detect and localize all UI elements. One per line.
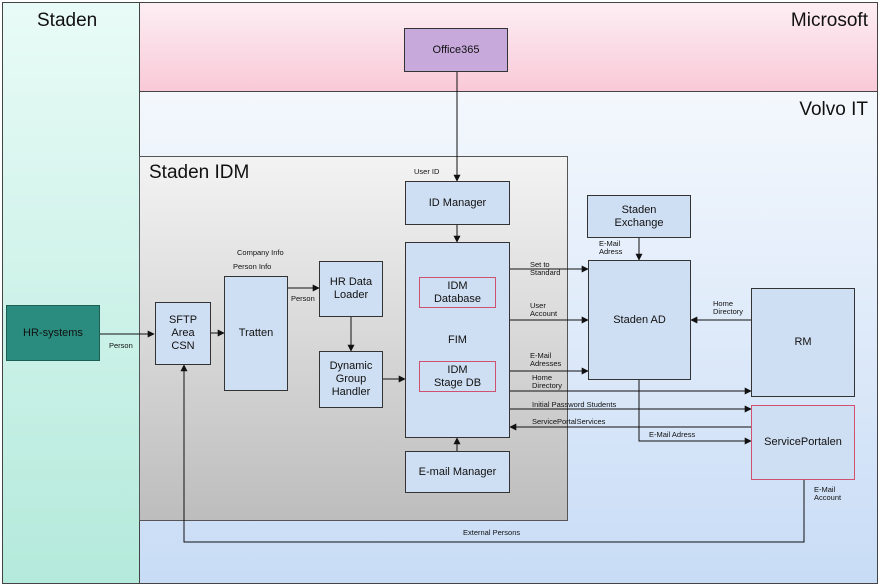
- label-user-id: User ID: [414, 167, 440, 176]
- label-person-info: Person Info: [233, 262, 272, 271]
- microsoft-zone-title: Microsoft: [790, 10, 868, 31]
- label-person-hr: Person: [109, 341, 133, 350]
- label-email-adress-exchange: E-Mail Adress: [599, 239, 623, 256]
- label-email-adress-ad: E-Mail Adress: [649, 430, 696, 439]
- label-external-persons: External Persons: [463, 528, 521, 537]
- hr-systems-box: HR-systems: [6, 305, 100, 361]
- idm-stage-db-box: IDM Stage DB: [419, 361, 496, 392]
- label-home-directory-rm: Home Directory: [713, 299, 744, 316]
- id-manager-box: ID Manager: [405, 181, 510, 225]
- hr-data-loader-box: HR Data Loader: [319, 261, 383, 317]
- fim-box: FIM: [405, 242, 510, 438]
- email-manager-box: E-mail Manager: [405, 451, 510, 493]
- fim-label: FIM: [448, 333, 467, 346]
- edge-ad-to-sp-email: [638, 380, 752, 445]
- label-initial-password: Initial Password Students: [532, 400, 617, 409]
- office365-box: Office365: [404, 28, 508, 72]
- label-email-account: E-Mail Account: [814, 485, 842, 502]
- label-home-directory-fim: Home Directory: [532, 373, 563, 390]
- dynamic-group-handler-box: Dynamic Group Handler: [319, 351, 383, 408]
- staden-zone: [2, 2, 140, 584]
- tratten-box: Tratten: [224, 276, 288, 391]
- staden-ad-box: Staden AD: [588, 260, 691, 380]
- label-person-loader: Person: [291, 294, 315, 303]
- staden-idm-zone-title: Staden IDM: [149, 162, 250, 183]
- edge-sp-to-sftp-external: [180, 364, 805, 543]
- staden-zone-title: Staden: [37, 10, 98, 31]
- label-company-info: Company Info: [237, 248, 284, 257]
- staden-exchange-box: Staden Exchange: [587, 195, 691, 238]
- volvo-it-zone-title: Volvo IT: [799, 99, 868, 120]
- serviceportalen-box: ServicePortalen: [751, 405, 855, 480]
- idm-database-box: IDM Database: [419, 277, 496, 308]
- rm-box: RM: [751, 288, 855, 397]
- microsoft-zone: [139, 2, 878, 92]
- label-service-portal-services: ServicePortalServices: [532, 417, 606, 426]
- sftp-area-csn-box: SFTP Area CSN: [155, 302, 211, 365]
- label-email-adresses: E-Mail Adresses: [530, 351, 562, 368]
- label-user-account: User Account: [530, 301, 558, 318]
- label-set-to-standard: Set to Standard: [530, 260, 561, 277]
